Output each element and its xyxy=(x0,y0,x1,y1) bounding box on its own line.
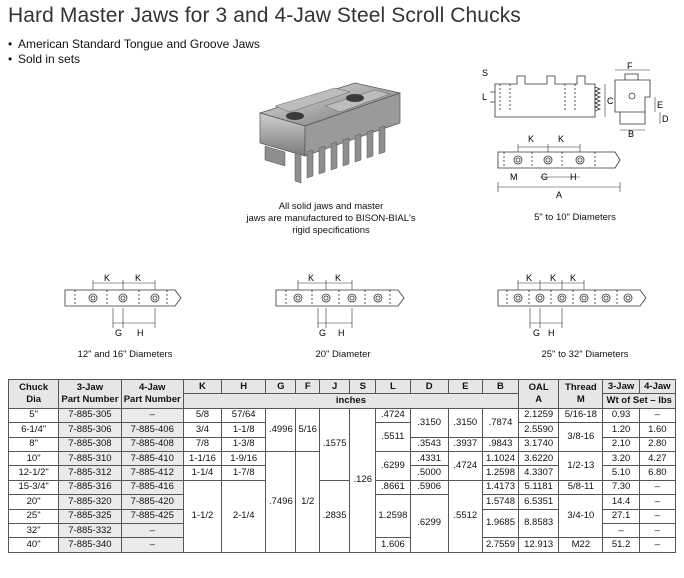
dim-label-l: L xyxy=(482,92,487,102)
svg-text:K: K xyxy=(570,273,576,283)
jaw-diagram-20: K K G H xyxy=(275,273,405,338)
diagram-caption: 12" and 16" Diameters xyxy=(77,349,173,360)
table-row: 40" 7-885-340 – 1.606 2.7559 12.913 M22 … xyxy=(7,537,677,553)
dim-label-e: E xyxy=(657,100,663,110)
col-s: S xyxy=(349,378,377,395)
diagram-caption: 20" Diameter xyxy=(315,349,371,360)
dim-label-d: D xyxy=(662,114,669,124)
feature-item: •Sold in sets xyxy=(8,52,81,66)
feature-item: •American Standard Tongue and Groove Jaw… xyxy=(8,37,260,51)
photo-caption: All solid jaws and master jaws are manuf… xyxy=(246,201,416,236)
page-title: Hard Master Jaws for 3 and 4-Jaw Steel S… xyxy=(8,4,521,27)
svg-text:H: H xyxy=(548,328,555,338)
dim-label-m: M xyxy=(510,172,518,182)
col-d: D xyxy=(409,378,449,395)
dim-label-f: F xyxy=(627,62,633,71)
svg-text:H: H xyxy=(338,328,345,338)
col-wt-3jaw: 3-Jaw xyxy=(602,378,640,395)
diagram-caption: 5" to 10" Diameters xyxy=(534,212,616,223)
jaw-product-photo xyxy=(258,82,402,184)
svg-text:K: K xyxy=(526,273,532,283)
dim-label-b: B xyxy=(628,129,634,139)
diagram-caption: 25" to 32" Diameters xyxy=(541,349,629,360)
table-row: 32" 7-885-332 – – – xyxy=(7,522,677,539)
dim-label-c: C xyxy=(607,96,614,106)
svg-text:H: H xyxy=(137,328,144,338)
col-wt-4jaw: 4-Jaw xyxy=(638,378,677,395)
col-j: J xyxy=(319,378,351,395)
col-b: B xyxy=(481,378,520,395)
jaw-diagram-12-16: K K G H xyxy=(64,273,182,338)
table-row: 12-1/2" 7-885-312 7-885-412 1-1/4 1-7/8 … xyxy=(7,465,677,481)
svg-text:K: K xyxy=(335,273,341,283)
svg-text:K: K xyxy=(308,273,314,283)
svg-text:G: G xyxy=(533,328,540,338)
dim-label-h: H xyxy=(570,172,577,182)
svg-text:G: G xyxy=(115,328,122,338)
svg-text:K: K xyxy=(550,273,556,283)
dim-label-s: S xyxy=(482,68,488,78)
dim-label-g: G xyxy=(541,172,548,182)
table-header-row: inches Wt of Set – lbs xyxy=(9,393,676,409)
dim-label-a: A xyxy=(556,190,562,200)
col-l: L xyxy=(375,378,411,395)
units-header: inches xyxy=(182,393,520,409)
svg-text:G: G xyxy=(319,328,326,338)
table-row: 10" 7-885-310 7-885-410 1-1/16 1-9/16 .7… xyxy=(7,450,677,553)
table-row: 15-3/4" 7-885-316 7-885-416 1-1/2 2-1/4 … xyxy=(7,479,677,553)
dim-label-k: K xyxy=(558,134,564,144)
svg-text:K: K xyxy=(104,273,110,283)
col-f: F xyxy=(295,378,321,395)
col-h: H xyxy=(221,378,267,395)
col-g: G xyxy=(265,378,297,395)
table-row: 5" 7-885-305 – 5/8 57/64 .4996 5/16 .157… xyxy=(7,407,677,553)
jaw-diagram-5-to-10: S L C F E D B K K M G H A xyxy=(482,62,669,200)
weight-header: Wt of Set – lbs xyxy=(602,393,676,409)
dim-label-k: K xyxy=(528,134,534,144)
col-e: E xyxy=(447,378,483,395)
jaw-diagram-25-32: K K K G H xyxy=(497,273,647,338)
svg-text:K: K xyxy=(135,273,141,283)
col-k: K xyxy=(182,378,223,395)
feature-list: •American Standard Tongue and Groove Jaw… xyxy=(8,37,260,67)
